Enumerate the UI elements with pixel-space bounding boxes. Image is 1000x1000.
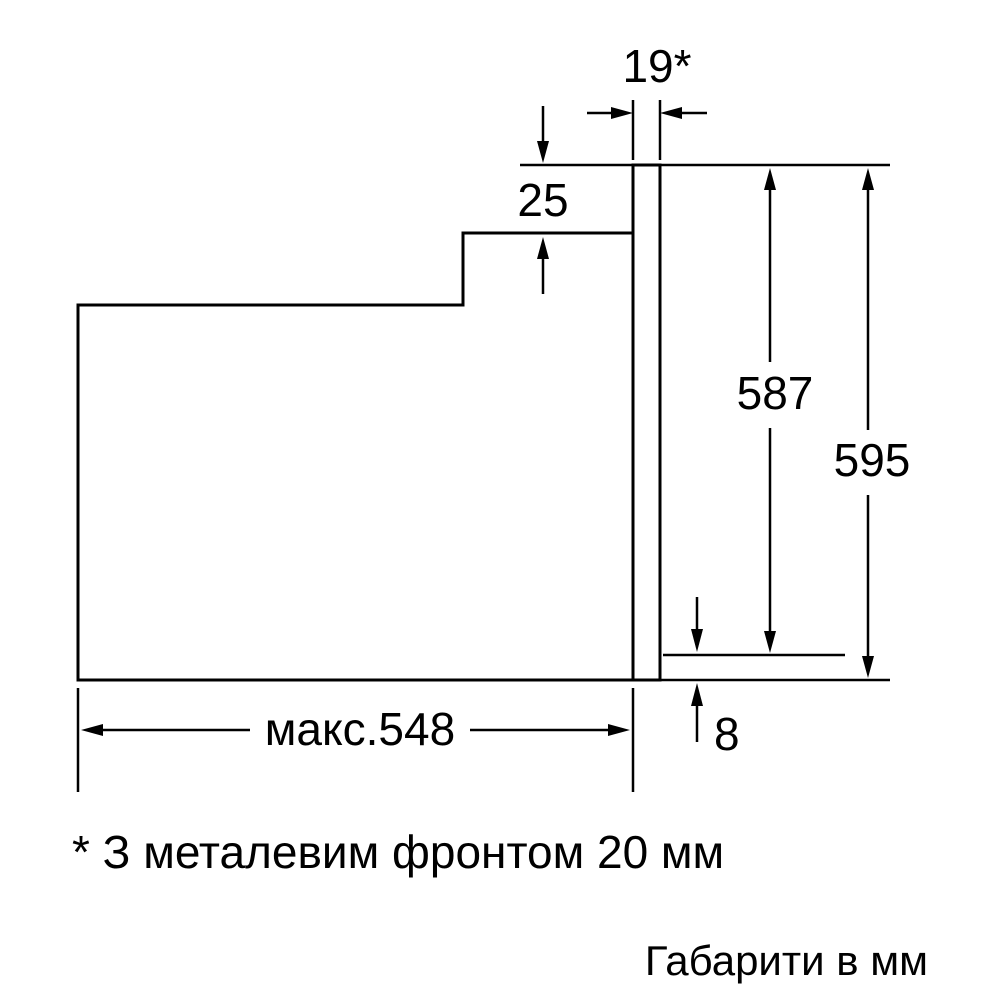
dim-body-height: 587 — [737, 168, 814, 653]
arrowhead-down — [691, 629, 703, 652]
footnote-metal-front: * З металевим фронтом 20 мм — [72, 826, 724, 878]
dim-top-gap: 25 — [517, 106, 569, 294]
dim-label-19: 19* — [622, 40, 691, 92]
arrowhead-down — [764, 631, 776, 653]
arrowhead-left — [660, 107, 682, 119]
arrowhead-down — [862, 656, 874, 678]
dim-front-thickness: 19* — [587, 40, 707, 160]
arrowhead-up — [691, 683, 703, 706]
arrowhead-up — [862, 168, 874, 190]
dim-label-587: 587 — [737, 367, 814, 419]
dim-label-25: 25 — [517, 174, 568, 226]
dim-total-height: 595 — [834, 168, 911, 678]
dim-max-depth: макс.548 — [76, 688, 635, 792]
arrowhead-left — [81, 724, 103, 736]
dim-label-max-548: макс.548 — [265, 703, 455, 755]
arrowhead-up — [764, 168, 776, 190]
units-caption: Габарити в мм — [645, 937, 928, 984]
dim-label-595: 595 — [834, 434, 911, 486]
arrowhead-down — [537, 141, 549, 163]
front-panel — [631, 163, 662, 682]
arrowhead-right — [611, 107, 633, 119]
dim-bottom-gap: 8 — [691, 597, 740, 760]
arrowhead-up — [537, 237, 549, 259]
arrowhead-right — [608, 724, 630, 736]
oven-body-outline — [76, 231, 635, 682]
dim-label-8: 8 — [714, 708, 740, 760]
